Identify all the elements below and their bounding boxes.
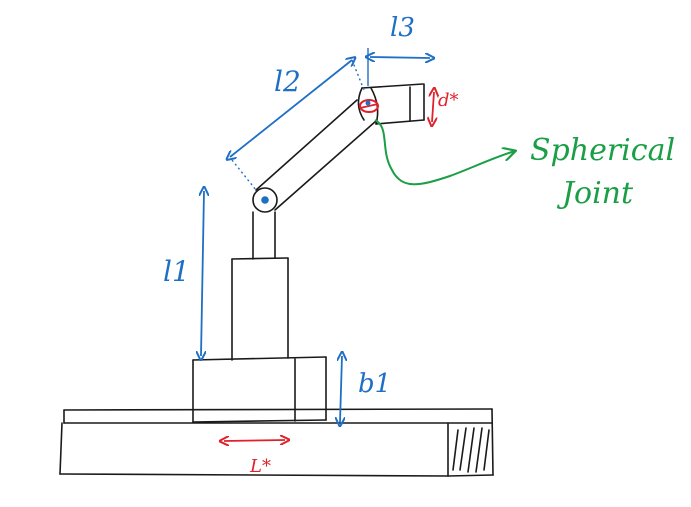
dimension-b1: [340, 356, 342, 422]
base-block: [192, 356, 327, 423]
label-joint: Joint: [556, 176, 634, 211]
dimension-l3: [368, 48, 430, 86]
label-l1: l1: [163, 255, 190, 288]
lower-revolute-joint: [252, 187, 278, 213]
label-d-star: d*: [438, 90, 459, 111]
dimension-l1: [201, 191, 204, 356]
arm-link: [255, 99, 377, 211]
spherical-joint-marker: [359, 99, 379, 113]
dimension-d-star: [432, 92, 434, 122]
vertical-column: [231, 211, 289, 361]
label-l3: l3: [390, 13, 415, 43]
ground-rail: [59, 408, 494, 477]
label-spherical: Spherical: [530, 133, 675, 168]
end-effector: [357, 83, 425, 125]
dimension-l-star: [224, 440, 285, 441]
label-l2: l2: [274, 65, 301, 98]
spherical-joint-callout-arrow: [374, 119, 515, 186]
dimension-l2: [230, 60, 365, 191]
label-l-star: L*: [249, 456, 271, 477]
label-b1: b1: [358, 369, 391, 399]
